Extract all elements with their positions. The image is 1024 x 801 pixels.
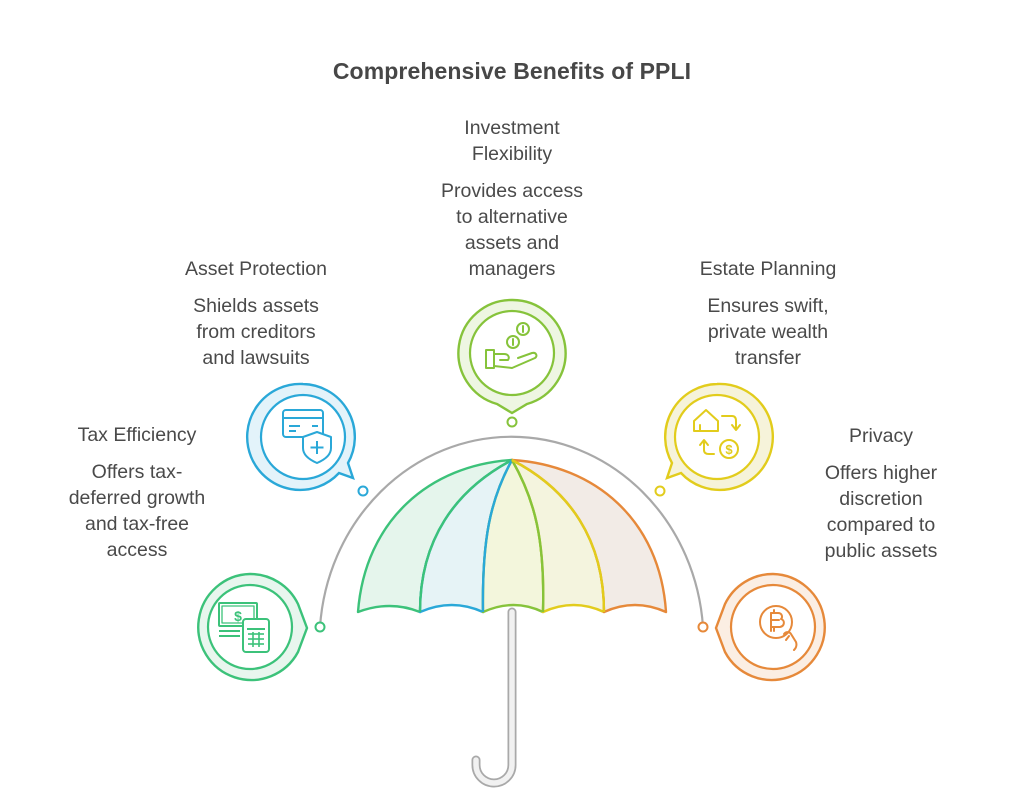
benefit-title: Privacy bbox=[849, 425, 913, 447]
money-calculator-icon: $ bbox=[218, 602, 270, 653]
connector-dot-tax bbox=[314, 621, 326, 633]
benefit-privacy-text: Privacy Offers higher discretion compare… bbox=[796, 423, 966, 564]
benefit-desc-line: discretion bbox=[839, 488, 923, 510]
house-exchange-dollar-icon: $ bbox=[693, 409, 741, 459]
bubble-investment-flexibility bbox=[457, 298, 567, 415]
umbrella-handle bbox=[471, 607, 517, 788]
bubble-privacy bbox=[714, 572, 826, 682]
benefit-desc-line: from creditors bbox=[196, 321, 316, 343]
benefit-desc-line: transfer bbox=[734, 347, 802, 369]
benefit-tax-efficiency-text: Tax Efficiency Offers tax- deferred grow… bbox=[52, 422, 222, 563]
benefit-desc-line: compared to bbox=[826, 514, 936, 536]
benefit-desc-line: Ensures swift, bbox=[707, 295, 829, 317]
connector-dot-asset bbox=[357, 485, 369, 497]
connector-dot-estate bbox=[654, 485, 666, 497]
benefit-investment-flexibility-text: Investment Flexibility Provides access t… bbox=[422, 115, 602, 282]
benefit-desc-line: public assets bbox=[824, 540, 938, 562]
bubble-asset-protection bbox=[246, 382, 356, 492]
card-shield-icon bbox=[282, 409, 332, 464]
benefit-desc-line: and tax-free bbox=[84, 513, 190, 535]
benefit-desc-line: private wealth bbox=[707, 321, 829, 343]
benefit-title-line: Investment bbox=[464, 117, 560, 139]
benefit-estate-planning-text: Estate Planning Ensures swift, private w… bbox=[678, 256, 858, 371]
benefit-desc-line: and lawsuits bbox=[202, 347, 310, 369]
connector-arc bbox=[318, 435, 705, 628]
connector-dot-investment bbox=[506, 416, 518, 428]
benefit-title: Asset Protection bbox=[185, 258, 327, 280]
bitcoin-hand-icon bbox=[759, 605, 798, 651]
benefit-asset-protection-text: Asset Protection Shields assets from cre… bbox=[166, 256, 346, 371]
svg-text:$: $ bbox=[725, 442, 733, 457]
benefit-title: Estate Planning bbox=[699, 258, 837, 280]
benefit-desc-line: Offers tax- bbox=[91, 461, 183, 483]
svg-text:$: $ bbox=[234, 608, 242, 624]
umbrella-canopy bbox=[356, 458, 668, 614]
benefit-desc-line: deferred growth bbox=[68, 487, 206, 509]
benefit-desc-line: Shields assets bbox=[193, 295, 319, 317]
benefit-desc-line: managers bbox=[468, 258, 556, 280]
benefit-desc-line: Provides access bbox=[441, 180, 583, 202]
page-title: Comprehensive Benefits of PPLI bbox=[332, 58, 692, 84]
benefit-title-line: Flexibility bbox=[471, 143, 553, 165]
bubble-estate-planning: $ bbox=[664, 382, 774, 492]
connector-dot-privacy bbox=[697, 621, 709, 633]
benefit-desc-line: to alternative bbox=[456, 206, 568, 228]
benefit-desc-line: Offers higher bbox=[824, 462, 938, 484]
bubble-tax-efficiency: $ bbox=[197, 572, 309, 682]
benefit-desc-line: assets and bbox=[464, 232, 560, 254]
hand-coins-icon bbox=[485, 322, 538, 369]
benefit-title: Tax Efficiency bbox=[77, 424, 197, 446]
benefit-desc-line: access bbox=[106, 539, 168, 561]
